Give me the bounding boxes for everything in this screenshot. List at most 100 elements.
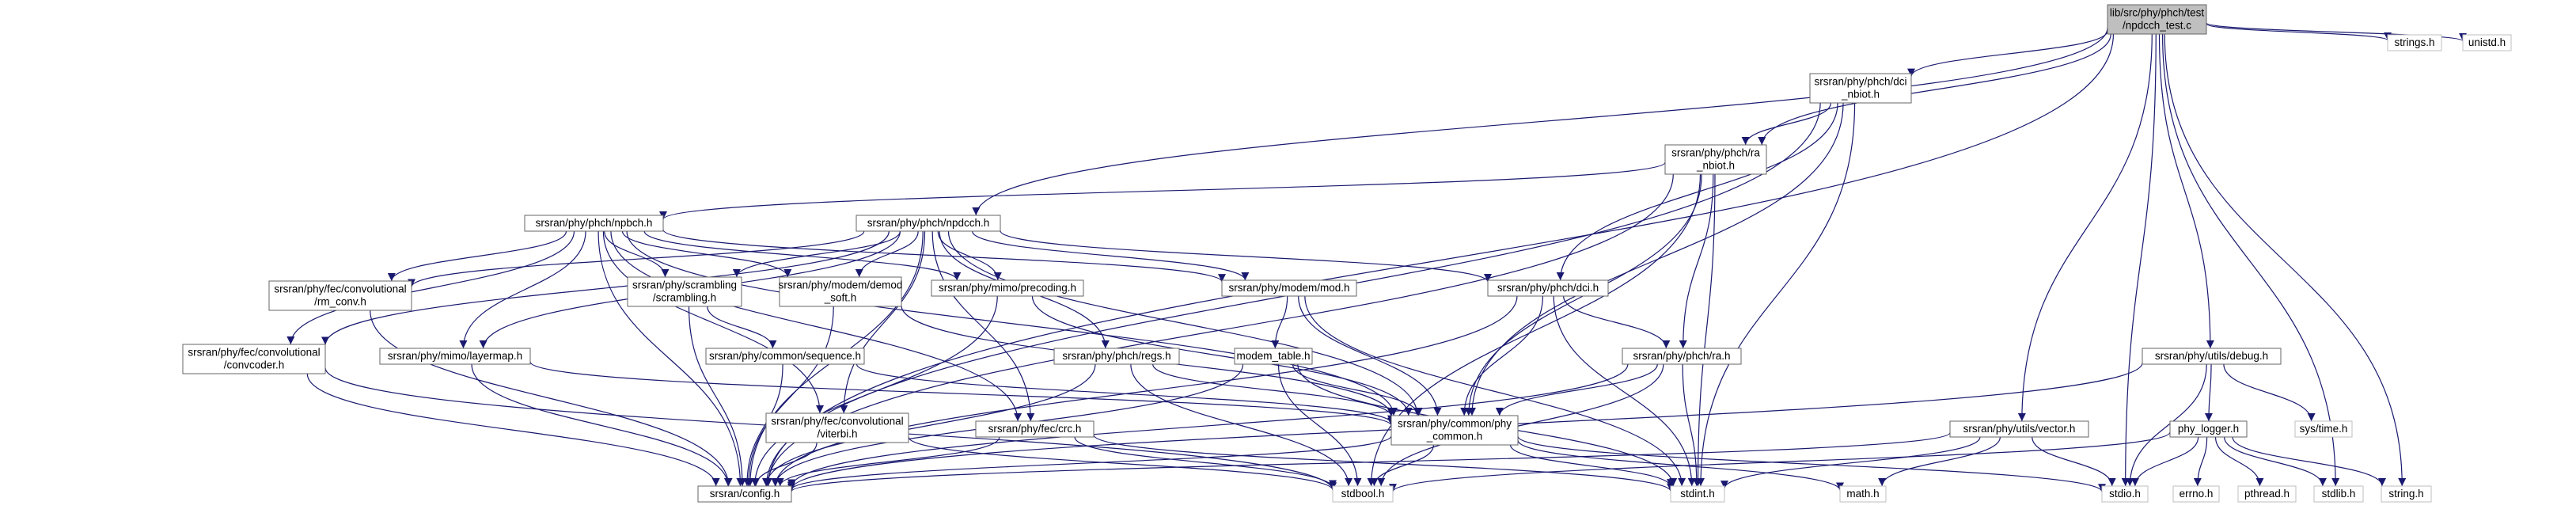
node-box-viterbi [765, 412, 909, 443]
node-errno: errno.h [2172, 485, 2220, 503]
node-label-dci_nbiot: srsran/phy/phch/dci [1814, 76, 1906, 88]
node-precoding[interactable]: srsran/phy/mimo/precoding.h [931, 279, 1084, 297]
node-label-phy_common: srsran/phy/common/phy [1398, 418, 1512, 430]
edge-debug-to-stdio [2126, 363, 2207, 487]
node-label-ra_nbiot: _nbiot.h [1696, 160, 1735, 172]
node-label-ra: srsran/phy/phch/ra.h [1633, 350, 1730, 362]
node-vector[interactable]: srsran/phy/utils/vector.h [1949, 420, 2089, 438]
node-box-string [2381, 485, 2432, 503]
node-label-layermap: srsran/phy/mimo/layermap.h [388, 350, 522, 362]
node-stdbool: stdbool.h [1332, 485, 1394, 503]
node-phy_logger[interactable]: phy_logger.h [2169, 420, 2248, 438]
node-label-scrambling: srsran/phy/scrambling [632, 279, 737, 291]
edge-npbch-to-demod_soft [621, 230, 792, 278]
edge-viterbi-to-config [752, 442, 818, 487]
node-config[interactable]: srsran/config.h [697, 485, 792, 503]
node-box-convcoder [182, 344, 326, 374]
node-crc[interactable]: srsran/phy/fec/crc.h [975, 420, 1095, 438]
node-label-stdio: stdio.h [2109, 488, 2141, 500]
node-label-regs: srsran/phy/phch/regs.h [1062, 350, 1170, 362]
node-box-ra_nbiot [1664, 144, 1767, 175]
node-stdlib: stdlib.h [2313, 485, 2364, 503]
edge-layermap-to-config [471, 363, 732, 487]
node-demod_soft[interactable]: srsran/phy/modem/demod_soft.h [779, 276, 903, 307]
node-label-scrambling: /scrambling.h [653, 292, 716, 304]
node-label-stdbool: stdbool.h [1341, 488, 1385, 500]
node-npdcch[interactable]: srsran/phy/phch/npdcch.h [856, 215, 1001, 232]
edges-layer [286, 22, 2467, 492]
edge-phy_logger-to-stdio [2130, 436, 2199, 487]
edge-npdcch-to-phy_common [947, 230, 1421, 416]
edge-root-to-npdcch [972, 27, 2108, 216]
node-label-ra_nbiot: srsran/phy/phch/ra [1671, 147, 1760, 159]
node-label-debug: srsran/phy/utils/debug.h [2155, 350, 2268, 362]
edge-regs-to-phy_common [1152, 363, 1395, 417]
node-strings: strings.h [2387, 34, 2442, 51]
edge-rm_conv-to-config [370, 310, 733, 487]
node-box-debug [2142, 348, 2282, 365]
node-stdint: stdint.h [1670, 485, 1725, 503]
node-label-phy_logger: phy_logger.h [2178, 423, 2239, 435]
edge-npdcch-to-convcoder [321, 230, 890, 345]
edge-demod_soft-to-config [744, 306, 834, 487]
node-regs[interactable]: srsran/phy/phch/regs.h [1053, 348, 1180, 365]
node-label-npbch: srsran/phy/phch/npbch.h [536, 217, 653, 229]
node-ra_nbiot[interactable]: srsran/phy/phch/ra_nbiot.h [1664, 144, 1767, 175]
node-phy_common[interactable]: srsran/phy/common/phy_common.h [1390, 415, 1519, 446]
edge-phy_logger-to-errno [2193, 436, 2208, 487]
edge-npbch-to-mod [662, 229, 1226, 283]
node-dci[interactable]: srsran/phy/phch/dci.h [1487, 279, 1609, 297]
node-box-ra [1622, 348, 1742, 365]
node-viterbi[interactable]: srsran/phy/fec/convolutional/viterbi.h [765, 412, 909, 443]
edge-mod-to-phy_common [1298, 295, 1442, 416]
node-label-phy_common: _common.h [1426, 431, 1483, 443]
node-box-precoding [931, 279, 1084, 297]
node-box-scrambling [627, 276, 742, 307]
edge-precoding-to-phy_common [1031, 295, 1413, 416]
nodes-layer: lib/src/phy/phch/test/npdcch_test.csrsra… [182, 4, 2512, 503]
node-unistd: unistd.h [2462, 34, 2512, 51]
node-convcoder[interactable]: srsran/phy/fec/convolutional/convcoder.h [182, 344, 326, 374]
node-rm_conv[interactable]: srsran/phy/fec/convolutional/rm_conv.h [268, 280, 412, 311]
edge-root-to-stdio [2121, 33, 2157, 487]
node-mod[interactable]: srsran/phy/modem/mod.h [1221, 279, 1357, 297]
node-box-npdcch [856, 215, 1001, 232]
node-box-stdio [2101, 485, 2149, 503]
node-box-strings [2387, 34, 2442, 51]
node-modem_table[interactable]: modem_table.h [1234, 348, 1313, 365]
node-math: math.h [1839, 485, 1887, 503]
edge-sequence-to-phy_common [856, 363, 1395, 424]
edge-npbch-to-layermap [459, 230, 586, 349]
node-box-crc [975, 420, 1095, 438]
edge-npdcch-to-rm_conv [408, 230, 865, 287]
node-box-layermap [379, 348, 531, 365]
node-layermap[interactable]: srsran/phy/mimo/layermap.h [379, 348, 531, 365]
node-label-systime: sys/time.h [2300, 423, 2348, 435]
node-label-vector: srsran/phy/utils/vector.h [1963, 423, 2076, 435]
node-string: string.h [2381, 485, 2432, 503]
node-box-mod [1221, 279, 1357, 297]
node-label-sequence: srsran/phy/common/sequence.h [709, 350, 861, 362]
edge-phy_logger-to-stdlib [2223, 436, 2327, 487]
node-label-strings: strings.h [2394, 36, 2434, 48]
node-sequence[interactable]: srsran/phy/common/sequence.h [705, 348, 865, 365]
node-dci_nbiot[interactable]: srsran/phy/phch/dci_nbiot.h [1809, 73, 1912, 104]
node-box-npbch [524, 215, 664, 232]
node-stdio: stdio.h [2101, 485, 2149, 503]
node-label-precoding: srsran/phy/mimo/precoding.h [939, 282, 1076, 294]
edge-phy_common-to-stdio [1517, 435, 2106, 492]
node-label-root: lib/src/phy/phch/test [2110, 7, 2205, 19]
node-ra[interactable]: srsran/phy/phch/ra.h [1622, 348, 1742, 365]
node-pthread: pthread.h [2237, 485, 2297, 503]
edge-modem_table-to-phy_common [1292, 363, 1423, 416]
node-label-mod: srsran/phy/modem/mod.h [1228, 282, 1349, 294]
node-label-dci_nbiot: _nbiot.h [1841, 89, 1880, 101]
edge-mod-to-stdint [1304, 295, 1686, 487]
node-label-convcoder: srsran/phy/fec/convolutional [188, 347, 320, 359]
edge-modem_table-to-stdbool [1277, 363, 1362, 487]
node-debug[interactable]: srsran/phy/utils/debug.h [2142, 348, 2282, 365]
node-npbch[interactable]: srsran/phy/phch/npbch.h [524, 215, 664, 232]
node-label-convcoder: /convcoder.h [224, 359, 285, 371]
node-scrambling[interactable]: srsran/phy/scrambling/scrambling.h [627, 276, 742, 307]
edge-root-to-debug [2158, 33, 2214, 349]
